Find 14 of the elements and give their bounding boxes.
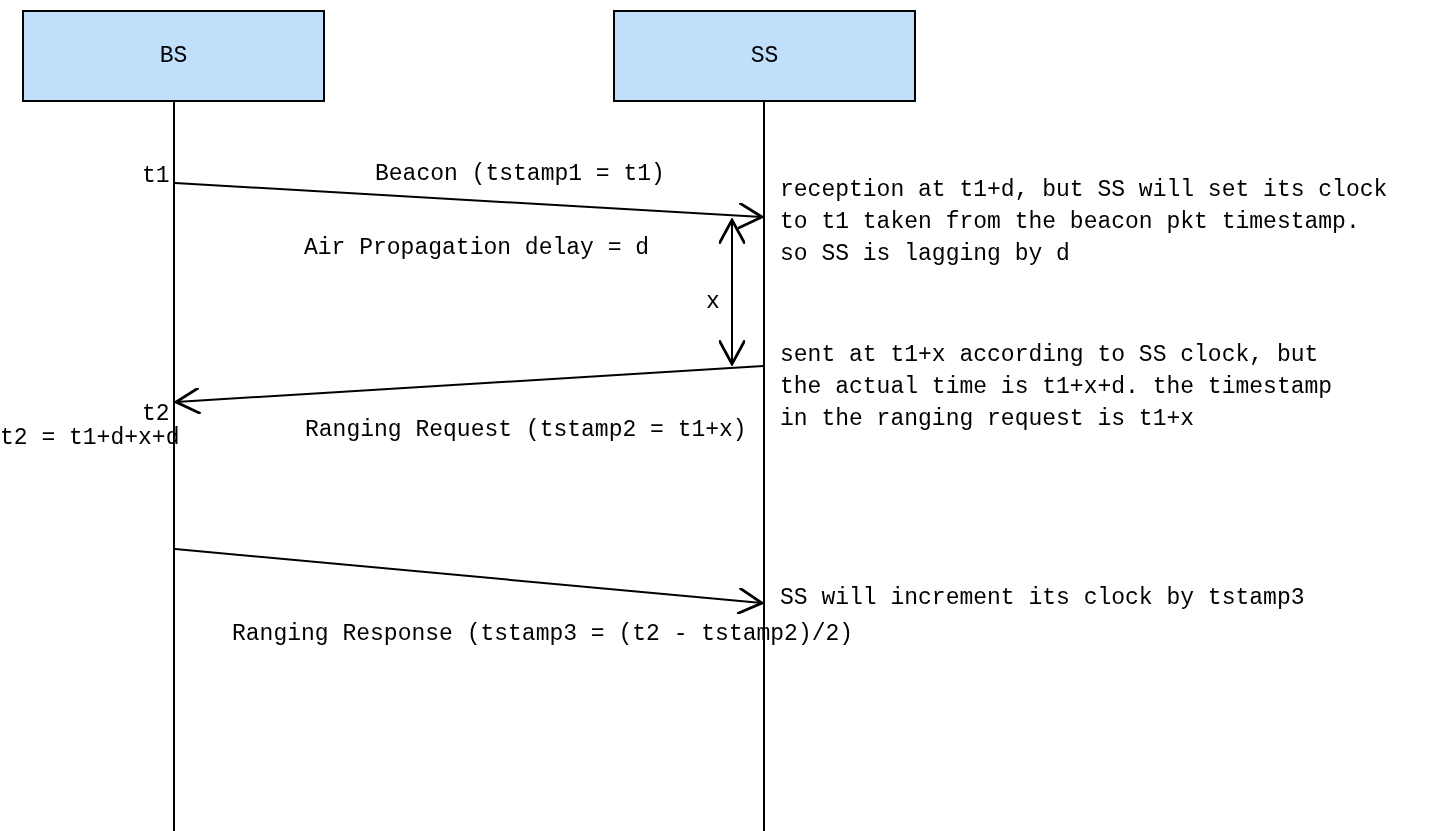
participant-name: SS xyxy=(750,43,779,69)
note-text: sent at t1+x according to SS clock, but the actual time is t1+x+d. the timestamp in the ranging request is t1+x xyxy=(780,341,1334,434)
delay-label: Air Propagation delay = d xyxy=(304,234,650,263)
participant-name: BS xyxy=(159,43,188,69)
note-text: reception at t1+d, but SS will set its clock to t1 taken from the beacon pkt timestamp. so SS is lagging by d xyxy=(780,176,1389,269)
message-arrow xyxy=(174,548,764,616)
message-arrow xyxy=(174,182,764,230)
time-label: t1 xyxy=(142,162,170,191)
interval-label: x xyxy=(706,288,720,317)
note-text: SS will increment its clock by tstamp3 xyxy=(780,584,1305,613)
message-arrow xyxy=(174,365,764,415)
edge-label: Ranging Request (tstamp2 = t1+x) xyxy=(305,416,747,445)
time-label: t2 xyxy=(142,400,170,427)
edge-label: Beacon (tstamp1 = t1) xyxy=(375,160,665,189)
